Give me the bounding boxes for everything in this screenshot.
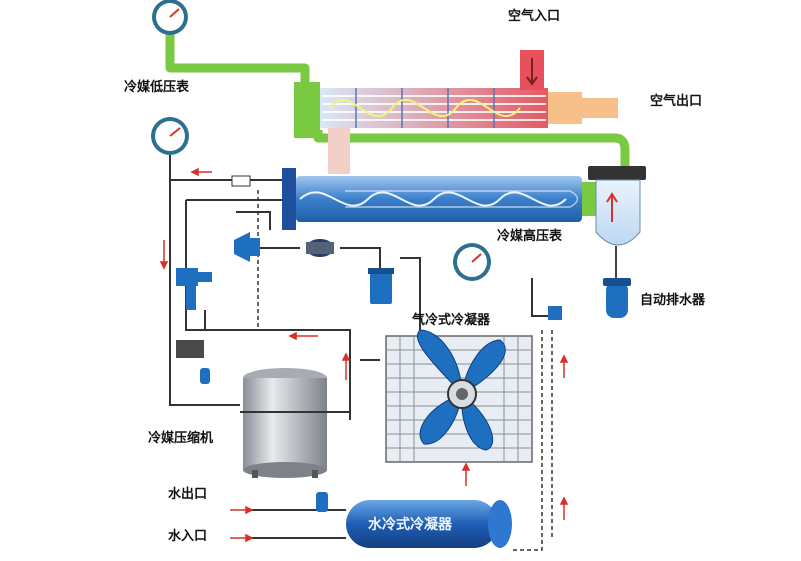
gauge-refrigerant-high (453, 243, 491, 281)
refrigerant-compressor (240, 368, 330, 478)
label-air-cooled-condenser: 气冷式冷凝器 (412, 312, 491, 328)
fan-switch (548, 306, 562, 320)
evaporator (282, 168, 598, 230)
label-refrigerant-compressor: 冷媒压缩机 (148, 430, 213, 446)
condenser-fan (416, 329, 506, 451)
gauge-refrigerant-low (151, 117, 189, 175)
label-refrigerant-high-gauge: 冷媒高压表 (497, 228, 563, 244)
gauge-top (152, 0, 188, 35)
bypass-valve (234, 232, 260, 262)
air-line-top (165, 30, 630, 168)
label-water-inlet: 水入口 (168, 528, 207, 544)
receiver (368, 268, 394, 304)
valve-small-blue (200, 368, 210, 384)
water-cooled-condenser-tank (346, 500, 512, 548)
filter-drier (306, 239, 334, 257)
pre-cooler (294, 50, 618, 174)
label-air-outlet: 空气出口 (650, 93, 702, 109)
solenoid-valve (176, 340, 204, 358)
dashed-lines (257, 190, 553, 551)
water-valve (316, 492, 328, 512)
expansion-valve (176, 268, 212, 310)
label-water-outlet: 水出口 (168, 486, 207, 502)
flow-arrows (159, 167, 569, 543)
label-auto-drain: 自动排水器 (640, 292, 706, 308)
label-refrigerant-low-gauge: 冷媒低压表 (124, 79, 190, 95)
label-water-cooled-condenser: 水冷式冷凝器 (368, 516, 453, 533)
moisture-separator (588, 166, 646, 318)
refrigerant-lines (169, 175, 548, 420)
small-valve (231, 175, 251, 187)
label-air-inlet: 空气入口 (508, 8, 560, 24)
water-lines (252, 492, 346, 539)
